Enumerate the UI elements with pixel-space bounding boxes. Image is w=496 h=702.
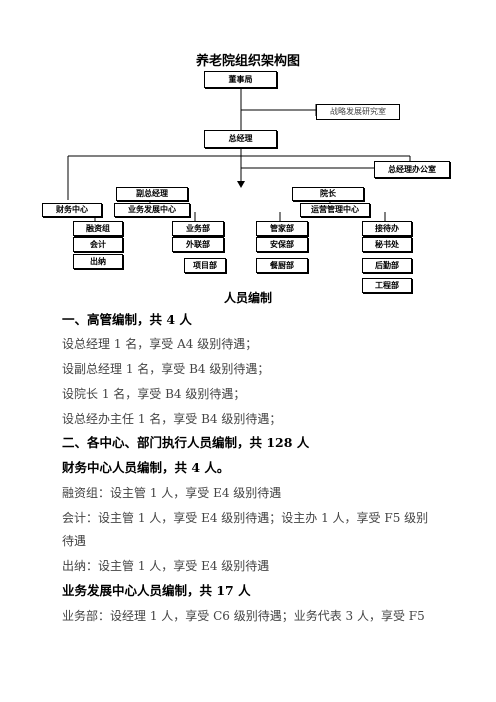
text-line: 设副总经理 1 名，享受 B4 级别待遇； [62, 362, 270, 376]
text-line: 设院长 1 名，享受 B4 级别待遇； [62, 387, 246, 401]
org-accounting: 会计 [73, 237, 123, 252]
org-finance-center: 财务中心 [42, 203, 102, 217]
org-business-dept: 业务部 [172, 221, 224, 236]
org-secretariat: 秘书处 [362, 237, 412, 252]
text-line: 融资组：设主管 1 人，享受 E4 级别待遇 [62, 486, 282, 500]
org-financing: 融资组 [73, 221, 123, 236]
org-gm: 总经理 [204, 130, 277, 148]
org-project-dept: 项目部 [184, 258, 226, 273]
page-title: 养老院组织架构图 [195, 54, 300, 69]
text-line: 待遇 [62, 534, 87, 548]
heading-staff: 二、各中心、部门执行人员编制，共 128 人 [62, 435, 310, 450]
text-line: 设总经办主任 1 名，享受 B4 级别待遇； [62, 412, 282, 426]
text-line: 业务部：设经理 1 人，享受 C6 级别待遇；业务代表 3 人，享受 F5 [62, 609, 425, 623]
section-title: 人员编制 [223, 291, 272, 305]
org-logistics: 后勤部 [362, 258, 412, 273]
text-line: 出纳：设主管 1 人，享受 E4 级别待遇 [62, 559, 270, 573]
org-strategy-office: 战略发展研究室 [316, 104, 400, 120]
org-liaison-dept: 外联部 [172, 237, 224, 252]
org-deputy-gm: 副总经理 [116, 187, 188, 201]
org-board: 董事局 [204, 71, 277, 88]
text-line: 设总经理 1 名，享受 A4 级别待遇； [62, 337, 258, 351]
org-ops-center: 运营管理中心 [300, 203, 370, 217]
org-housekeeping: 管家部 [256, 221, 308, 236]
org-security: 安保部 [256, 237, 308, 252]
heading-finance: 财务中心人员编制，共 4 人。 [62, 460, 230, 475]
text-line: 会计：设主管 1 人，享受 E4 级别待遇；设主办 1 人，享受 F5 级别 [62, 511, 429, 525]
heading-business: 业务发展中心人员编制，共 17 人 [62, 583, 251, 598]
org-gm-office: 总经理办公室 [374, 161, 450, 178]
org-reception: 接待办 [362, 221, 412, 236]
org-cashier: 出纳 [73, 254, 123, 269]
org-engineering: 工程部 [362, 278, 412, 293]
org-dean: 院长 [292, 187, 364, 201]
org-business-center: 业务发展中心 [114, 203, 190, 217]
heading-senior: 一、高管编制，共 4 人 [62, 312, 192, 327]
org-catering: 餐厨部 [256, 258, 308, 273]
